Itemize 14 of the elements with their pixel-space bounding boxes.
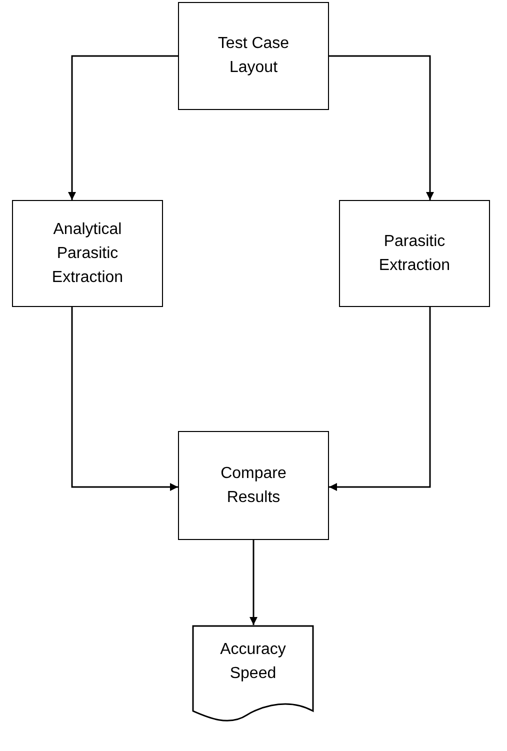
process-box [339,200,490,307]
node-label: Compare Results [220,464,288,508]
arrow [250,540,258,625]
arrow [329,55,434,200]
node-label: Test Case Layout [216,34,290,78]
process-box [178,2,329,110]
node-label: Analytical Parasitic Extraction [50,220,124,288]
arrow [68,55,178,200]
process-box [178,431,329,540]
node-label: Parasitic Extraction [378,232,452,276]
node-label: Accuracy Speed [219,640,287,684]
process-box [12,200,163,307]
arrow [329,307,431,491]
arrow [71,307,178,491]
